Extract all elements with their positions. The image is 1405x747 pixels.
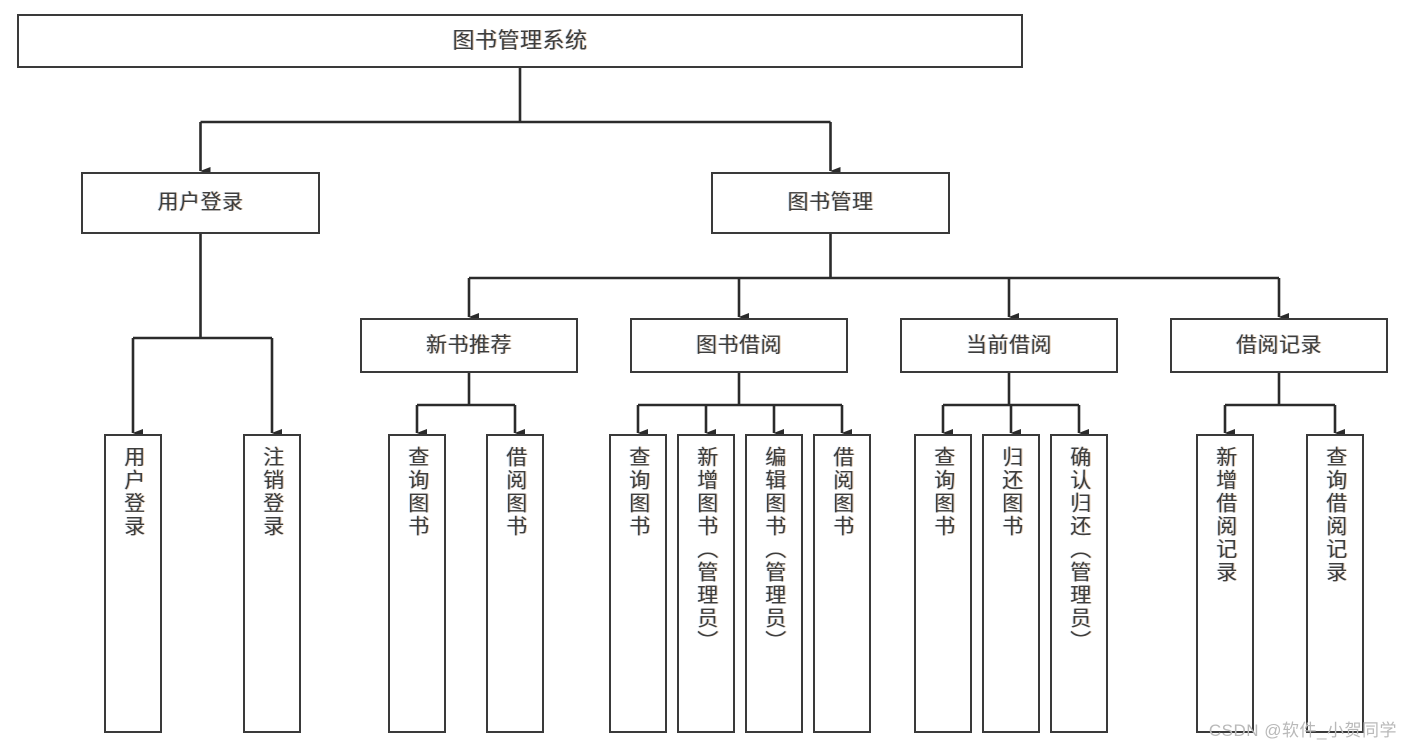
node-leaf-query-borrow-record[interactable]: 查询借阅记录 (1306, 434, 1364, 733)
node-user-login[interactable]: 用户登录 (81, 172, 320, 234)
csdn-watermark: CSDN @软件_小贺同学 (1208, 721, 1397, 740)
node-label-leaf-add-borrow-record: 新增借阅记录 (1213, 446, 1237, 584)
node-new-book-recommend[interactable]: 新书推荐 (360, 318, 578, 373)
node-label-current-borrow: 当前借阅 (966, 333, 1052, 357)
node-label-book-manage: 图书管理 (787, 191, 874, 215)
edge-bus-new-book-recommend (417, 373, 515, 407)
node-leaf-borrow-book-borrow[interactable]: 借阅图书 (813, 434, 871, 733)
node-leaf-return-book[interactable]: 归还图书 (982, 434, 1040, 733)
node-label-borrow-record: 借阅记录 (1236, 333, 1322, 357)
edge-bus-user-login (133, 234, 272, 340)
node-label-leaf-borrow-book-borrow: 借阅图书 (830, 446, 854, 538)
node-borrow-record[interactable]: 借阅记录 (1170, 318, 1388, 373)
edge-bus-root (200, 68, 831, 124)
node-leaf-logout-login[interactable]: 注销登录 (243, 434, 301, 733)
node-leaf-query-book-current[interactable]: 查询图书 (914, 434, 972, 733)
node-leaf-add-book-admin[interactable]: 新增图书（管理员） (677, 434, 735, 733)
edge-bus-book-manage (469, 234, 1279, 280)
node-label-leaf-edit-book-admin: 编辑图书（管理员） (762, 446, 786, 653)
node-book-borrow[interactable]: 图书借阅 (630, 318, 848, 373)
node-label-leaf-query-book-recommend: 查询图书 (405, 446, 429, 538)
node-label-leaf-query-borrow-record: 查询借阅记录 (1323, 446, 1347, 584)
node-root[interactable]: 图书管理系统 (17, 14, 1023, 68)
node-label-new-book-recommend: 新书推荐 (426, 333, 512, 357)
node-label-root: 图书管理系统 (452, 27, 588, 53)
node-label-leaf-query-book-borrow: 查询图书 (626, 446, 650, 538)
node-leaf-edit-book-admin[interactable]: 编辑图书（管理员） (745, 434, 803, 733)
node-label-leaf-query-book-current: 查询图书 (931, 446, 955, 538)
node-leaf-user-login[interactable]: 用户登录 (104, 434, 162, 733)
node-current-borrow[interactable]: 当前借阅 (900, 318, 1118, 373)
node-label-leaf-add-book-admin: 新增图书（管理员） (694, 446, 718, 653)
node-leaf-query-book-borrow[interactable]: 查询图书 (609, 434, 667, 733)
node-label-leaf-borrow-book-recommend: 借阅图书 (503, 446, 527, 538)
node-label-leaf-user-login: 用户登录 (121, 446, 145, 538)
node-label-leaf-return-book: 归还图书 (999, 446, 1023, 538)
node-label-leaf-logout-login: 注销登录 (260, 446, 284, 538)
node-book-manage[interactable]: 图书管理 (711, 172, 950, 234)
edge-bus-current-borrow (943, 373, 1079, 407)
node-label-leaf-confirm-return-admin: 确认归还（管理员） (1067, 446, 1091, 653)
node-leaf-query-book-recommend[interactable]: 查询图书 (388, 434, 446, 733)
node-leaf-add-borrow-record[interactable]: 新增借阅记录 (1196, 434, 1254, 733)
node-label-book-borrow: 图书借阅 (696, 333, 782, 357)
node-leaf-borrow-book-recommend[interactable]: 借阅图书 (486, 434, 544, 733)
edge-bus-borrow-record (1225, 373, 1335, 407)
edge-bus-book-borrow (638, 373, 842, 407)
node-label-user-login: 用户登录 (157, 191, 244, 215)
node-leaf-confirm-return-admin[interactable]: 确认归还（管理员） (1050, 434, 1108, 733)
